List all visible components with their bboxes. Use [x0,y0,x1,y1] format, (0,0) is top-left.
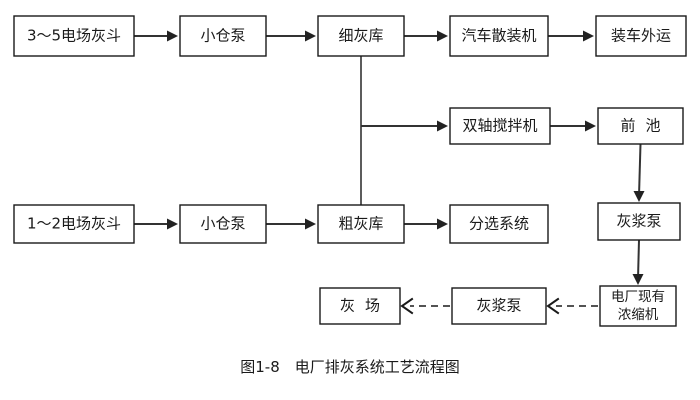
arrowhead-solid [583,30,594,42]
node-box [449,204,549,244]
node-box [595,15,687,57]
node-layer: 3～5电场灰斗小仓泵细灰库汽车散装机装车外运双轴搅拌机前池1～2电场灰斗小仓泵粗… [13,15,687,327]
arrowhead-solid [167,218,178,230]
flow-connector [546,297,598,315]
node-label: 3～5电场灰斗 [27,27,121,45]
flow-connector [548,30,594,42]
figure-caption: 图1-8 电厂排灰系统工艺流程图 [240,358,460,376]
arrowhead-open [400,297,414,315]
arrowhead-solid [305,218,316,230]
node-label: 灰浆泵 [476,297,521,315]
arrowhead-solid [437,30,448,42]
node-box [179,204,267,244]
flow-node[interactable]: 小仓泵 [179,15,267,57]
node-box [599,285,677,327]
flow-connector [550,120,596,132]
flow-connector [266,30,316,42]
node-label: 灰浆泵 [616,212,661,230]
flow-node[interactable]: 前池 [597,107,684,145]
node-box [319,287,401,325]
node-label: 前池 [620,117,670,135]
arrowhead-solid [167,30,178,42]
flow-node[interactable]: 小仓泵 [179,204,267,244]
flow-node[interactable]: 1～2电场灰斗 [13,204,135,244]
node-box [13,204,135,244]
connector-line [638,143,642,197]
node-box [317,15,405,57]
flow-connector [134,218,178,230]
arrowhead-solid [633,191,645,202]
arrowhead-open [546,297,560,315]
node-label: 汽车散装机 [461,27,536,45]
flow-connector [400,297,450,315]
node-label: 双轴搅拌机 [462,117,537,135]
node-label: 细灰库 [338,27,383,45]
node-label: 小仓泵 [200,215,245,233]
flow-node[interactable]: 分选系统 [449,204,549,244]
flow-node[interactable]: 3～5电场灰斗 [13,15,135,57]
arrowhead-solid [585,120,596,132]
flow-node[interactable]: 细灰库 [317,15,405,57]
flow-connector [361,120,448,132]
flow-node[interactable]: 双轴搅拌机 [449,107,551,145]
arrowhead-solid [437,218,448,230]
flow-node[interactable]: 灰浆泵 [451,287,547,325]
arrowhead-solid [632,274,644,285]
flow-connector [266,218,316,230]
node-label: 粗灰库 [338,215,383,233]
flow-connector [404,30,448,42]
flow-connector [633,143,645,202]
node-box [317,204,405,244]
flow-connector [134,30,178,42]
node-box [13,15,135,57]
node-box [179,15,267,57]
node-label: 小仓泵 [200,27,245,45]
flow-node[interactable]: 装车外运 [595,15,687,57]
flow-connector [632,239,644,285]
node-label: 分选系统 [469,215,529,233]
node-label: 装车外运 [611,27,671,45]
flow-node[interactable]: 汽车散装机 [449,15,549,57]
node-box [449,107,551,145]
flow-connector [404,218,448,230]
arrowhead-solid [305,30,316,42]
connector-line [637,239,640,280]
flow-node[interactable]: 灰场 [319,287,401,325]
node-label: 灰场 [340,297,390,315]
node-box [449,15,549,57]
connector-layer [134,30,645,315]
node-box [597,202,681,241]
node-box [597,107,684,145]
flow-node[interactable]: 粗灰库 [317,204,405,244]
node-label: 1～2电场灰斗 [27,215,121,233]
arrowhead-solid [437,120,448,132]
node-box [451,287,547,325]
node-label-line-2: 浓缩机 [618,307,659,323]
flow-node[interactable]: 灰浆泵 [597,202,681,241]
node-label-line-1: 电厂现有 [611,289,665,305]
